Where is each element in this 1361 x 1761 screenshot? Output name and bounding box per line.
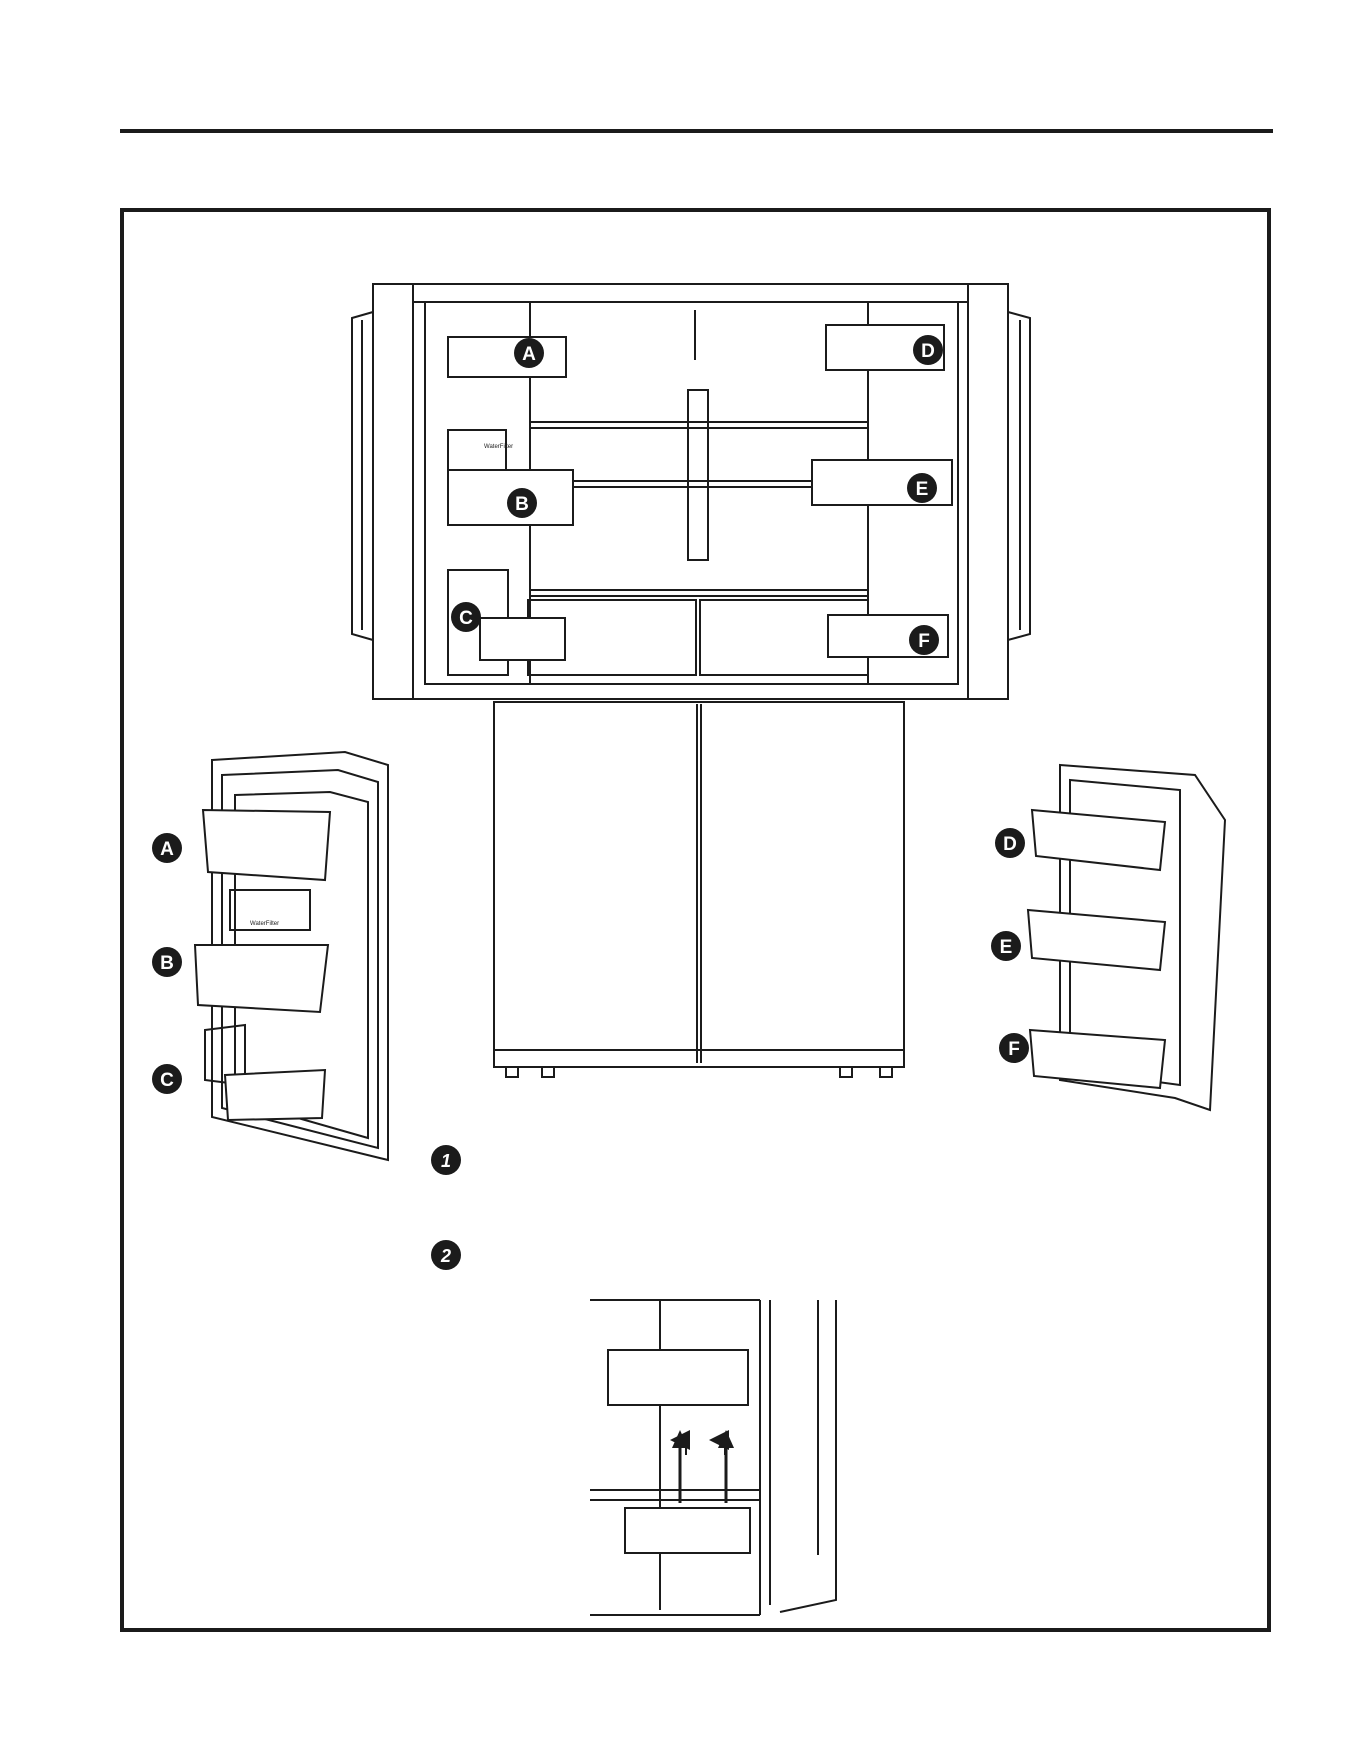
- callout-C-door: C: [152, 1064, 182, 1094]
- svg-text:F: F: [918, 631, 930, 652]
- arrow-up-icon: [672, 1430, 688, 1448]
- callout-C-top: C: [451, 602, 481, 632]
- callout-E-door: E: [991, 931, 1021, 961]
- right-door-view: [1028, 765, 1225, 1110]
- callout-A-door: A: [152, 833, 182, 863]
- svg-text:A: A: [160, 839, 174, 860]
- svg-text:E: E: [916, 479, 929, 500]
- svg-text:B: B: [160, 953, 174, 974]
- svg-text:1: 1: [441, 1151, 451, 1171]
- callout-E-top: E: [907, 473, 937, 503]
- svg-text:E: E: [1000, 937, 1013, 958]
- left-door-view: [195, 752, 388, 1160]
- callout-B-top: B: [507, 488, 537, 518]
- callout-F-door: F: [999, 1033, 1029, 1063]
- callout-D-top: D: [913, 335, 943, 365]
- filter-label-top: WaterFilter: [484, 444, 513, 450]
- svg-text:D: D: [921, 341, 935, 362]
- svg-text:2: 2: [440, 1246, 451, 1266]
- svg-text:F: F: [1008, 1039, 1020, 1060]
- callout-D-door: D: [995, 828, 1025, 858]
- arrow-up-icon: [718, 1430, 734, 1448]
- callout-F-top: F: [909, 625, 939, 655]
- bin-adjust-detail: [590, 1300, 836, 1615]
- filter-label-door: WaterFilter: [250, 921, 279, 927]
- svg-text:C: C: [459, 608, 473, 629]
- callout-B-door: B: [152, 947, 182, 977]
- svg-text:C: C: [160, 1070, 174, 1091]
- step-2-marker: 2: [431, 1240, 461, 1270]
- refrigerator-open-view: [352, 284, 1030, 1077]
- svg-text:A: A: [522, 344, 536, 365]
- callout-A-top: A: [514, 338, 544, 368]
- svg-text:B: B: [515, 494, 529, 515]
- step-1-marker: 1: [431, 1145, 461, 1175]
- svg-text:D: D: [1003, 834, 1017, 855]
